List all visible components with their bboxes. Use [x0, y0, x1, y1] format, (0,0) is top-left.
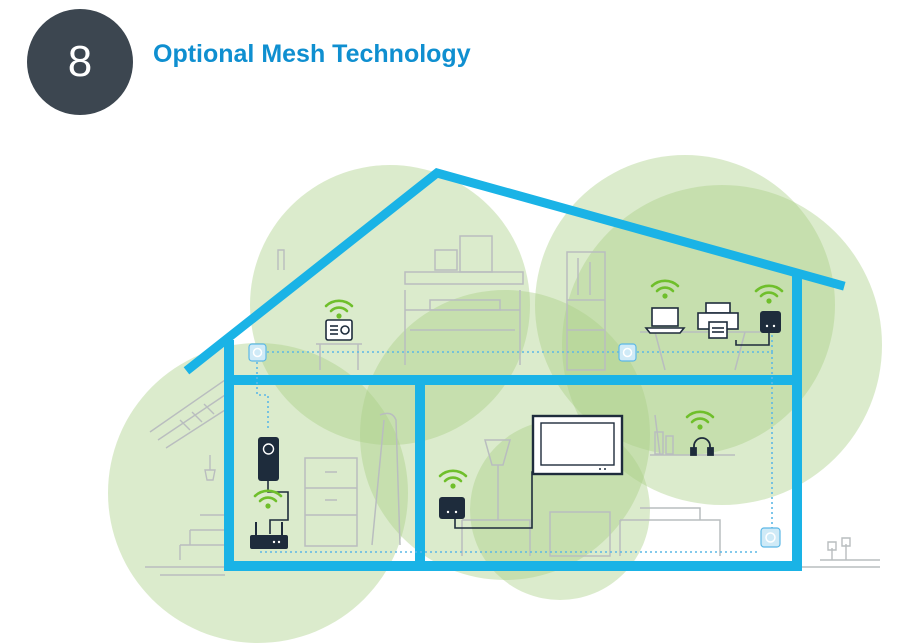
wall-socket-icon [760, 527, 781, 548]
radio-icon [325, 319, 353, 341]
wifi-icon [324, 299, 354, 319]
step-number: 8 [67, 37, 93, 86]
wifi-icon [650, 279, 680, 299]
headphones-icon [690, 437, 714, 456]
powerline-adapter-icon [439, 497, 465, 519]
wifi-icon [754, 284, 784, 304]
wifi-icon [438, 469, 468, 489]
step-number-badge: 8 [27, 9, 133, 115]
wifi-icon [685, 410, 715, 430]
router-icon [250, 522, 288, 549]
printer-icon [697, 302, 739, 339]
laptop-icon [644, 307, 686, 334]
powerline-adapter-icon [760, 311, 781, 333]
house-frame [183, 168, 846, 571]
wall-socket-icon [618, 343, 637, 362]
wifi-icon [253, 489, 283, 509]
television-icon [531, 414, 624, 476]
coverage-circle [360, 290, 650, 580]
powerline-wiring [256, 330, 773, 553]
downstairs-furniture [304, 412, 735, 557]
step-title: Optional Mesh Technology [153, 40, 471, 68]
upstairs-furniture [316, 235, 760, 371]
wifi-signals [253, 279, 784, 509]
wall-socket-icon [248, 343, 267, 362]
powerline-adapter-icon [258, 437, 279, 481]
